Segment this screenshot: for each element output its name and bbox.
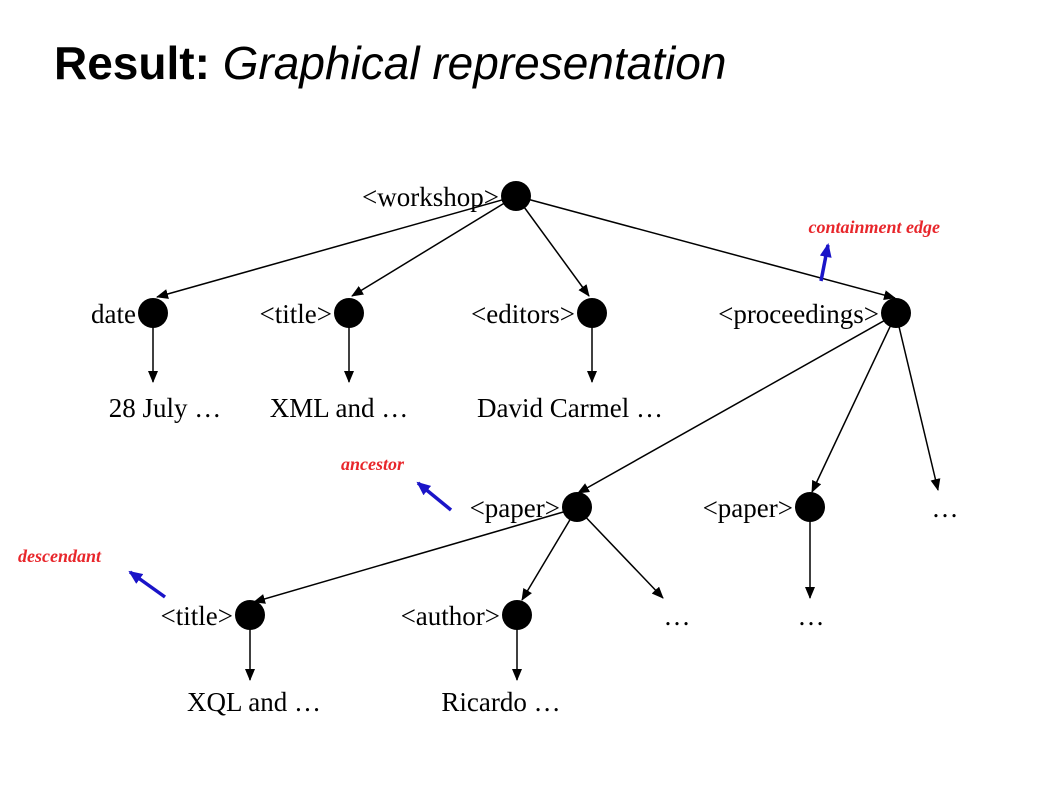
edge-proceedings-more [895,313,941,491]
annotation-descendant: descendant [18,546,102,566]
leaf-author: Ricardo … [441,687,560,717]
node-title [334,298,364,328]
leaf-editors: David Carmel … [477,393,663,423]
edge-paper1-more [576,507,664,599]
node-editors [577,298,607,328]
node-date [138,298,168,328]
edge-paper1-title [253,507,578,604]
leaf-paper2-more: … [798,601,825,631]
node-workshop [501,181,531,211]
label-paper-title: <title> [161,601,233,631]
ancestor-arrow [416,481,453,512]
title-rest: Graphical representation [222,37,727,89]
edge-proceedings-paper1 [577,313,897,494]
leaf-paper1-more: … [664,601,691,631]
tree-nodes [138,181,911,630]
edge-proceedings-paper2 [811,313,897,493]
label-proceedings-more: … [932,493,959,523]
annotation-ancestor: ancestor [341,454,405,474]
node-proceedings [881,298,911,328]
descendant-arrow [128,570,167,599]
node-paper2 [795,492,825,522]
label-date: date [91,299,136,329]
slide-title: Result: Graphical representation [54,36,726,90]
label-editors: <editors> [471,299,575,329]
leaf-date: 28 July … [109,393,222,423]
label-workshop: <workshop> [362,182,499,212]
leaf-paper-title: XQL and … [187,687,321,717]
node-paper1 [562,492,592,522]
edge-workshop-proceedings [515,195,896,300]
edge-workshop-editors [515,195,590,297]
label-paper2: <paper> [703,493,793,523]
annotation-containment-edge: containment edge [809,217,941,237]
node-paper-title [235,600,265,630]
label-proceedings: <proceedings> [718,299,879,329]
label-title: <title> [260,299,332,329]
title-lead: Result: [54,37,210,89]
label-author: <author> [401,601,500,631]
edge-workshop-date [156,195,517,299]
edge-workshop-title [351,195,517,297]
leaf-title: XML and … [270,393,408,423]
node-author [502,600,532,630]
containment-edge-arrow [819,243,832,282]
label-paper1: <paper> [470,493,560,523]
edge-paper1-author [521,507,578,601]
